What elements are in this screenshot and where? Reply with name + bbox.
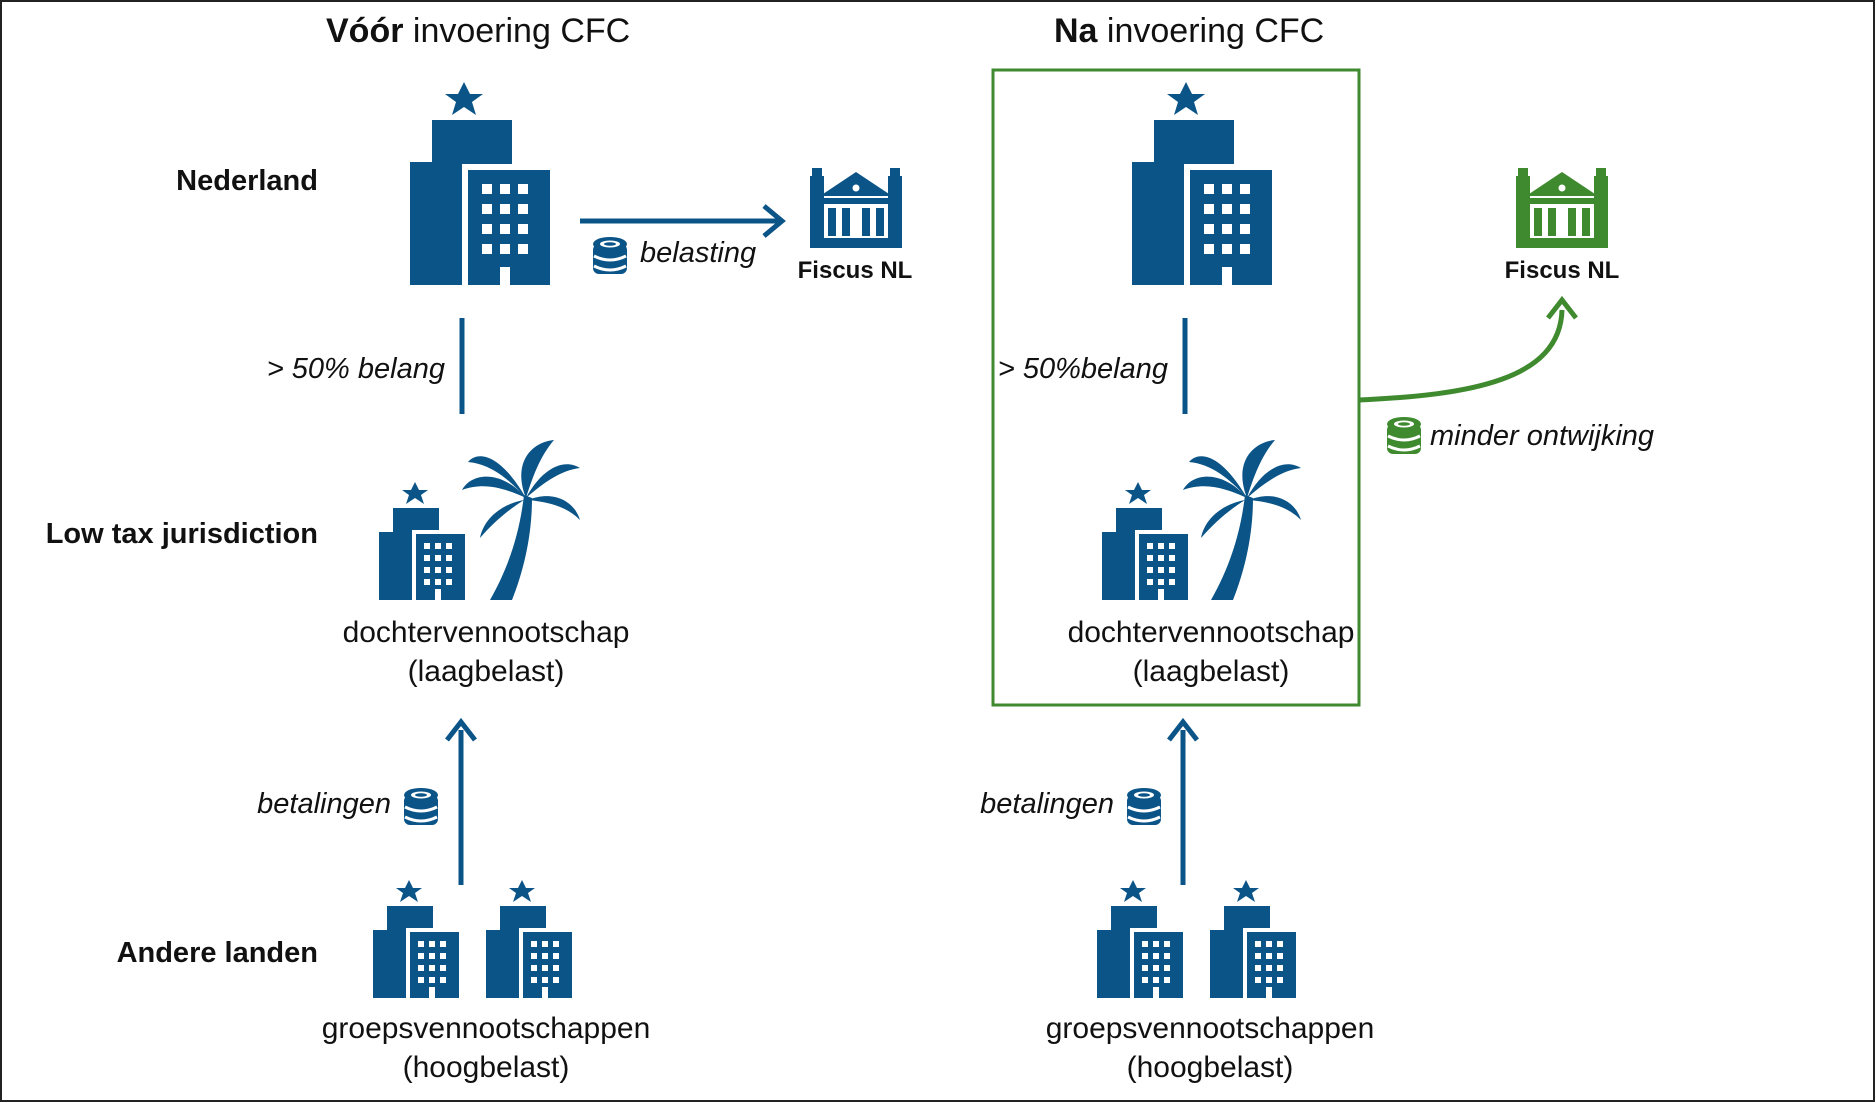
right-title-rest: invoering CFC [1097,12,1324,50]
groep-label-right-1: groepsvennootschappen [1046,1012,1375,1045]
building-star-icon [486,880,572,998]
left-title-bold: Vóór [326,12,403,50]
left-title: Vóór invoering CFC [326,12,630,50]
groep-label-left-1: groepsvennootschappen [322,1012,651,1045]
betalingen-label-left: betalingen [257,788,391,820]
betalingen-arrow-head-left [445,717,477,742]
betalingen-label-right: betalingen [980,788,1114,820]
building-star-icon [373,880,459,998]
cfc-box [991,68,1361,707]
belang-label-right: > 50%belang [998,353,1168,385]
coins-icon [1385,415,1423,456]
betalingen-arrow-head-right [1167,717,1199,742]
coins-icon [402,786,440,827]
right-title-bold: Na [1054,12,1099,50]
coins-icon [591,235,629,276]
minder-ontwijking-arrow [1358,309,1565,403]
belasting-label: belasting [640,237,756,269]
government-building-icon [1516,168,1608,248]
row-label-nederland: Nederland [176,165,318,197]
row-label-andere-landen: Andere landen [117,937,318,969]
groep-label-right-2: (hoogbelast) [1127,1051,1294,1084]
minder-ontwijking-label: minder ontwijking [1430,420,1654,452]
government-building-icon [810,168,902,248]
groep-label-left-2: (hoogbelast) [403,1051,570,1084]
fiscus-label-right: Fiscus NL [1505,257,1620,284]
belang-label-left: > 50% belang [267,353,445,385]
dochter-label-left-2: (laagbelast) [408,655,565,688]
building-star-icon [1132,82,1272,285]
fiscus-label-left: Fiscus NL [798,257,913,284]
palm-tree-icon [462,440,580,600]
coins-icon [1125,786,1163,827]
row-label-low-tax: Low tax jurisdiction [46,518,318,550]
dochter-label-left-1: dochtervennootschap [343,616,630,649]
left-title-rest: invoering CFC [403,12,630,50]
building-star-icon [1097,880,1183,998]
palm-tree-icon [1183,440,1301,600]
building-star-icon [1102,482,1188,600]
building-star-icon [379,482,465,600]
dochter-label-right-1: dochtervennootschap [1068,616,1355,649]
building-star-icon [410,82,550,285]
building-star-icon [1210,880,1296,998]
minder-ontwijking-arrow-head [1546,295,1578,320]
dochter-label-right-2: (laagbelast) [1133,655,1290,688]
belasting-arrow-head [762,204,786,238]
right-title: Na invoering CFC [1054,12,1324,50]
